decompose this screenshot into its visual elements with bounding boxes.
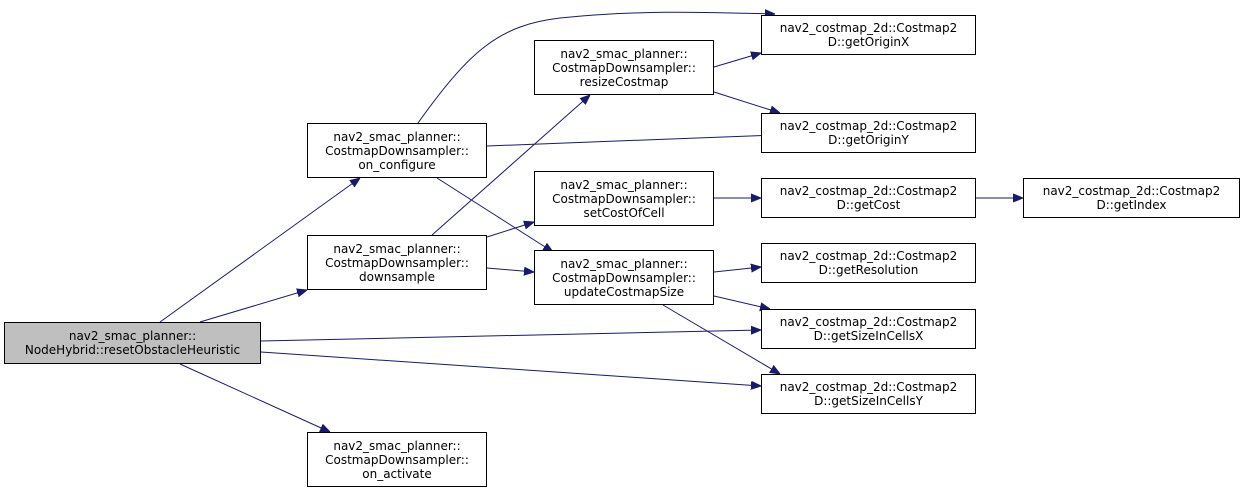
node-label-line: nav2_costmap_2d::Costmap2 — [779, 249, 958, 263]
node-label-line: nav2_smac_planner:: — [560, 256, 688, 271]
node-label-line: CostmapDownsampler:: — [552, 191, 696, 206]
edge-updateCostmapSize-to-getResolution — [713, 267, 761, 272]
edge-downsample-to-resizeCostmap — [431, 95, 590, 236]
node-label-line: CostmapDownsampler:: — [325, 143, 469, 158]
node-label-line: nav2_costmap_2d::Costmap2 — [779, 184, 958, 198]
node-label-line: setCostOfCell — [583, 205, 665, 220]
node-label-line: D::getResolution — [818, 263, 919, 277]
edge-updateCostmapSize-to-getSizeInCellsX — [713, 295, 770, 309]
node-label-line: D::getSizeInCellsY — [814, 394, 923, 408]
node-label-line: on_activate — [362, 466, 432, 481]
node-updateCostmapSize[interactable]: nav2_smac_planner::CostmapDownsampler::u… — [534, 250, 714, 305]
node-label-line: nav2_smac_planner:: — [560, 46, 688, 61]
node-downsample[interactable]: nav2_smac_planner::CostmapDownsampler::d… — [307, 235, 487, 290]
node-label-line: nav2_costmap_2d::Costmap2 — [1042, 184, 1221, 198]
node-label-line: CostmapDownsampler:: — [325, 452, 469, 467]
node-label-line: CostmapDownsampler:: — [552, 60, 696, 75]
node-label-line: CostmapDownsampler:: — [325, 255, 469, 270]
node-label-line: updateCostmapSize — [563, 284, 685, 299]
node-on_configure[interactable]: nav2_smac_planner::CostmapDownsampler::o… — [307, 123, 487, 178]
node-label-line: NodeHybrid::resetObstacleHeuristic — [24, 343, 241, 357]
node-label-line: nav2_smac_planner:: — [68, 329, 197, 343]
node-label-line: nav2_costmap_2d::Costmap2 — [779, 119, 958, 133]
edge-resizeCostmap-to-getOriginY — [713, 91, 780, 113]
node-setCostOfCell[interactable]: nav2_smac_planner::CostmapDownsampler::s… — [534, 171, 714, 226]
edge-updateCostmapSize-to-getSizeInCellsY — [662, 304, 780, 374]
node-resizeCostmap[interactable]: nav2_smac_planner::CostmapDownsampler::r… — [534, 40, 714, 95]
edge-downsample-to-updateCostmapSize — [486, 268, 534, 272]
node-root: nav2_smac_planner::NodeHybrid::resetObst… — [4, 322, 261, 364]
node-label-line: D::getSizeInCellsX — [813, 329, 924, 343]
node-label-line: resizeCostmap — [579, 74, 669, 89]
node-label-line: on_configure — [358, 157, 436, 172]
node-label-line: nav2_smac_planner:: — [333, 129, 461, 144]
edge-on_configure-to-updateCostmapSize — [436, 177, 553, 252]
edge-on_configure-to-getOriginY — [486, 135, 775, 147]
node-label-line: D::getIndex — [1096, 198, 1167, 212]
node-label-line: nav2_smac_planner:: — [333, 438, 461, 453]
edge-root-to-on_activate — [179, 363, 330, 432]
node-label-line: downsample — [358, 269, 435, 284]
edge-downsample-to-setCostOfCell — [486, 222, 534, 238]
edge-root-to-getSizeInCellsY — [260, 351, 761, 386]
node-on_activate[interactable]: nav2_smac_planner::CostmapDownsampler::o… — [307, 432, 487, 487]
edge-resizeCostmap-to-getOriginX — [713, 53, 761, 68]
node-label-line: D::getOriginY — [828, 133, 909, 147]
edge-on_configure-to-getOriginX — [417, 12, 775, 124]
node-label-line: D::getOriginX — [827, 35, 910, 49]
edge-root-to-downsample — [199, 290, 307, 323]
edge-root-to-getSizeInCellsX — [260, 330, 761, 342]
node-label-line: D::getCost — [836, 198, 901, 212]
node-label-line: nav2_costmap_2d::Costmap2 — [779, 315, 958, 329]
node-label-line: nav2_costmap_2d::Costmap2 — [779, 21, 958, 35]
node-label-line: CostmapDownsampler:: — [552, 270, 696, 285]
node-label-line: nav2_costmap_2d::Costmap2 — [779, 380, 958, 394]
node-label-line: nav2_smac_planner:: — [333, 241, 461, 256]
edge-root-to-on_configure — [159, 178, 360, 323]
node-label-line: nav2_smac_planner:: — [560, 177, 688, 192]
